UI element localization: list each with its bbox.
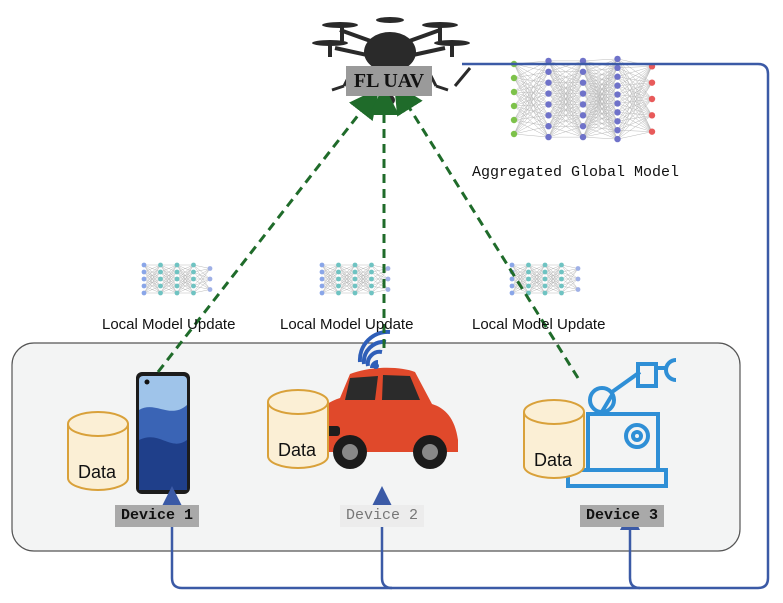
device-3-data-label: Data	[534, 450, 573, 470]
robot-arm-icon	[566, 358, 677, 488]
device-2-data-label: Data	[278, 440, 317, 460]
local-update-label-3: Local Model Update	[472, 316, 606, 333]
device-1-label: Device 1	[115, 505, 200, 527]
device-2-label: Device 2	[340, 505, 425, 527]
car-icon	[310, 367, 458, 469]
local-update-label-2: Local Model Update	[280, 316, 414, 333]
upload-arrow-device-3	[394, 83, 580, 379]
local-update-label-1: Local Model Update	[102, 316, 236, 333]
local-model-network-icon	[319, 262, 391, 296]
broadcast-line	[462, 62, 770, 590]
smartphone-icon	[136, 372, 190, 494]
data-cylinder-icon	[67, 411, 129, 491]
global-model-caption: Aggregated Global Model	[472, 164, 680, 181]
device-1-data-label: Data	[78, 462, 117, 482]
global-model-network-icon	[510, 55, 656, 143]
device-3-label: Device 3	[580, 505, 665, 527]
upload-arrow-device-1	[156, 88, 380, 373]
local-model-network-icon	[509, 262, 581, 296]
data-cylinder-icon	[267, 389, 329, 469]
uav-label: FL UAV	[346, 66, 432, 96]
data-cylinder-icon	[523, 399, 585, 479]
local-model-network-icon	[141, 262, 213, 296]
drone-icon	[312, 17, 472, 105]
download-arrow-device-1	[162, 486, 392, 590]
